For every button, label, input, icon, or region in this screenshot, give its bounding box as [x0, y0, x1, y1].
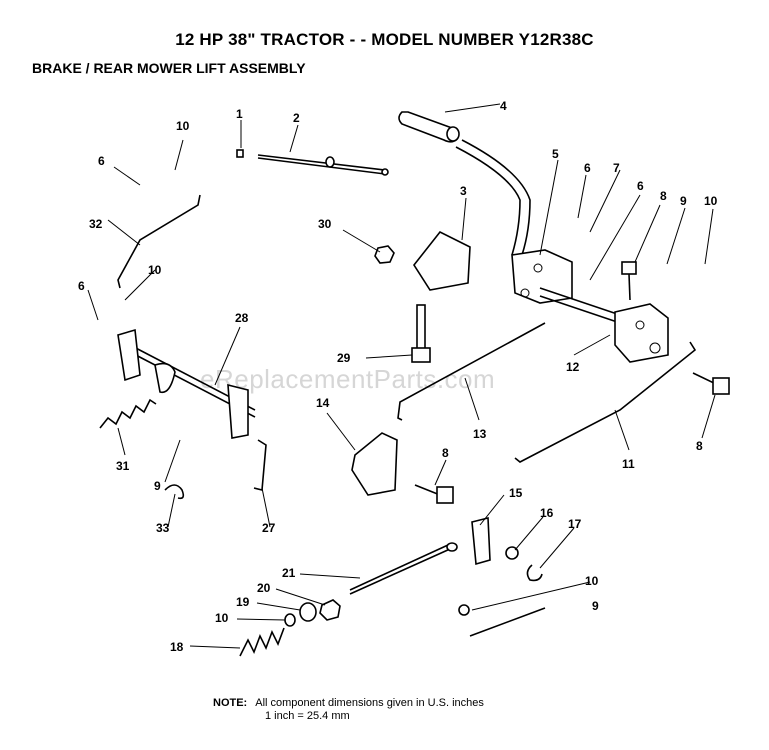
- callout-19: 19: [236, 595, 250, 609]
- part-10-washer-right: [458, 604, 470, 616]
- callout-10-bottom-left: 10: [215, 611, 229, 625]
- part-29-bolt: [411, 304, 431, 363]
- callout-18: 18: [170, 640, 184, 654]
- callout-21: 21: [282, 566, 296, 580]
- callout-2: 2: [293, 111, 300, 125]
- callout-6-left-lower: 6: [78, 279, 85, 293]
- callout-10-bottom-right: 10: [585, 574, 599, 588]
- part-18-spring: [239, 627, 285, 657]
- part-4-grip: [398, 111, 460, 143]
- callout-20: 20: [257, 581, 271, 595]
- dimension-note: NOTE: All component dimensions given in U…: [213, 697, 484, 723]
- callout-15: 15: [509, 486, 523, 500]
- part-28-lift-shaft: [117, 328, 256, 439]
- callout-32: 32: [89, 217, 103, 231]
- callout-27: 27: [262, 521, 276, 535]
- watermark: eReplacementParts.com: [200, 364, 496, 394]
- part-3-bracket: [413, 230, 471, 291]
- callout-29: 29: [337, 351, 351, 365]
- part-15-plate: [471, 516, 491, 566]
- callout-10-upper-left: 10: [176, 119, 190, 133]
- callout-12: 12: [566, 360, 580, 374]
- part-8-bolt-right: [692, 372, 730, 395]
- part-20-nut: [319, 599, 341, 621]
- callout-9-right: 9: [680, 194, 687, 208]
- part-10-washer-lower: [284, 613, 296, 627]
- part-33-clip: [164, 484, 185, 500]
- callout-7: 7: [613, 161, 620, 175]
- part-31-spring: [99, 398, 157, 429]
- part-27-link: [253, 439, 267, 492]
- part-9-cotter-pin-lower: [469, 607, 546, 637]
- part-2-rod: [257, 154, 389, 176]
- diagram-title: 12 HP 38" TRACTOR - - MODEL NUMBER Y12R3…: [175, 30, 594, 49]
- callout-10-right: 10: [704, 194, 718, 208]
- part-5-brake-lever: [455, 139, 573, 304]
- part-30-nut: [374, 245, 395, 264]
- part-32-link: [117, 194, 201, 289]
- callout-4: 4: [500, 99, 507, 113]
- part-14-bracket: [351, 432, 398, 496]
- callout-9-bottom: 9: [592, 599, 599, 613]
- callout-6-right: 6: [584, 161, 591, 175]
- callout-11: 11: [622, 457, 635, 471]
- callout-1: 1: [236, 107, 243, 121]
- part-8-bolt-center: [414, 484, 454, 504]
- callout-9-left: 9: [154, 479, 161, 493]
- note-line-1: All component dimensions given in U.S. i…: [255, 697, 484, 709]
- part-19-nut: [299, 602, 317, 622]
- part-12-cross-shaft: [539, 287, 669, 363]
- callout-16: 16: [540, 506, 554, 520]
- callout-14: 14: [316, 396, 330, 410]
- note-line-2: 1 inch = 25.4 mm: [265, 710, 350, 722]
- assembly-subtitle: BRAKE / REAR MOWER LIFT ASSEMBLY: [32, 60, 306, 76]
- part-21-threaded-rod: [349, 542, 458, 595]
- callout-5: 5: [552, 147, 559, 161]
- part-17-clip: [526, 564, 543, 582]
- callout-3: 3: [460, 184, 467, 198]
- callout-17: 17: [568, 517, 582, 531]
- part-11-rod: [514, 341, 697, 463]
- callout-13: 13: [473, 427, 487, 441]
- callout-28: 28: [235, 311, 249, 325]
- callout-labels: 1 2 3 4 5 6 6 6 6 7 8 8 8 9 9 9 10 10 10…: [78, 99, 718, 654]
- part-13-rod: [397, 322, 546, 421]
- leader-lines: [87, 103, 716, 649]
- callout-33: 33: [156, 521, 170, 535]
- callout-31: 31: [116, 459, 130, 473]
- callout-30: 30: [318, 217, 332, 231]
- callout-6-left-upper: 6: [98, 154, 105, 168]
- part-8-bolt-upper: [621, 261, 637, 301]
- callout-8-upper: 8: [660, 189, 667, 203]
- callout-10-mid-left: 10: [148, 263, 162, 277]
- callout-6-right-lower: 6: [637, 179, 644, 193]
- note-heading: NOTE:: [213, 697, 248, 709]
- part-1-pin: [236, 149, 244, 158]
- callout-8-right: 8: [696, 439, 703, 453]
- callout-8-center: 8: [442, 446, 449, 460]
